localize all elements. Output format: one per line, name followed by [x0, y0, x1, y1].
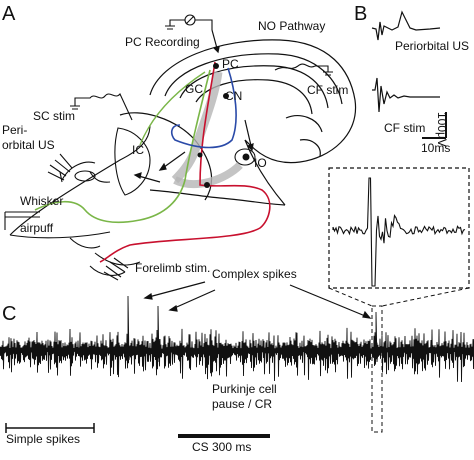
periorbital-us-trace-label: Periorbital US	[395, 39, 470, 53]
panel-a-label: A	[2, 3, 16, 25]
panel-c-label: C	[2, 303, 17, 325]
pause-label-1: Purkinje cell	[212, 382, 277, 396]
whisker-label-1: Whisker	[20, 194, 64, 208]
head-outline	[9, 124, 256, 276]
pc-label: PC	[222, 57, 239, 71]
gray-pathway-io	[173, 162, 243, 188]
cs-bar-label: CS 300 ms	[192, 440, 252, 454]
complex-spikes-label: Complex spikes	[212, 267, 297, 281]
zoom-inset-box	[328, 167, 470, 289]
io-label: IO	[254, 156, 267, 170]
pause-label-2: pause / CR	[212, 397, 273, 411]
sc-stim-electrode	[70, 92, 133, 121]
green-pathway	[34, 69, 211, 224]
panel-b-traces	[371, 10, 441, 113]
periorbital-us-label-2: orbital US	[2, 138, 55, 152]
whisker-label-2: airpuff	[20, 221, 54, 235]
no-pathway-label: NO Pathway	[258, 19, 326, 33]
ic-label: IC	[132, 143, 144, 157]
zoom-connectors	[328, 287, 470, 433]
zoom-inset-trace	[332, 177, 466, 287]
cf-stim-electrode	[274, 63, 333, 76]
scale-bars-b	[422, 112, 447, 139]
pc-recording-electrode	[165, 14, 213, 30]
cerebellum-outline	[119, 39, 357, 206]
neuron-markers	[197, 63, 250, 188]
time-bars-c	[5, 423, 270, 438]
voltage-scale-label: 100µV	[435, 112, 449, 147]
red-pathway	[99, 61, 271, 263]
complex-spike-arrows	[143, 281, 372, 319]
cn-label: CN	[225, 89, 243, 103]
green-pathway-2	[139, 71, 206, 146]
sc-stim-label: SC stim	[33, 109, 75, 123]
panel-b-label: B	[354, 3, 368, 25]
stimulators	[4, 153, 129, 281]
pc-recording-label: PC Recording	[125, 35, 200, 49]
cf-stim-label: CF stim	[307, 83, 349, 97]
pathway-arrows	[133, 29, 254, 183]
simple-spikes-label: Simple spikes	[6, 432, 81, 446]
time-scale-label: 10ms	[421, 141, 451, 155]
gray-pathway	[171, 71, 223, 184]
spike-train	[0, 295, 474, 383]
forelimb-stim-label: Forelimb stim.	[135, 261, 211, 275]
blue-pathway	[170, 67, 237, 149]
cf-stim-trace-label: CF stim	[384, 121, 426, 135]
periorbital-us-label-1: Peri-	[2, 123, 28, 137]
gc-label: GC	[185, 82, 203, 96]
